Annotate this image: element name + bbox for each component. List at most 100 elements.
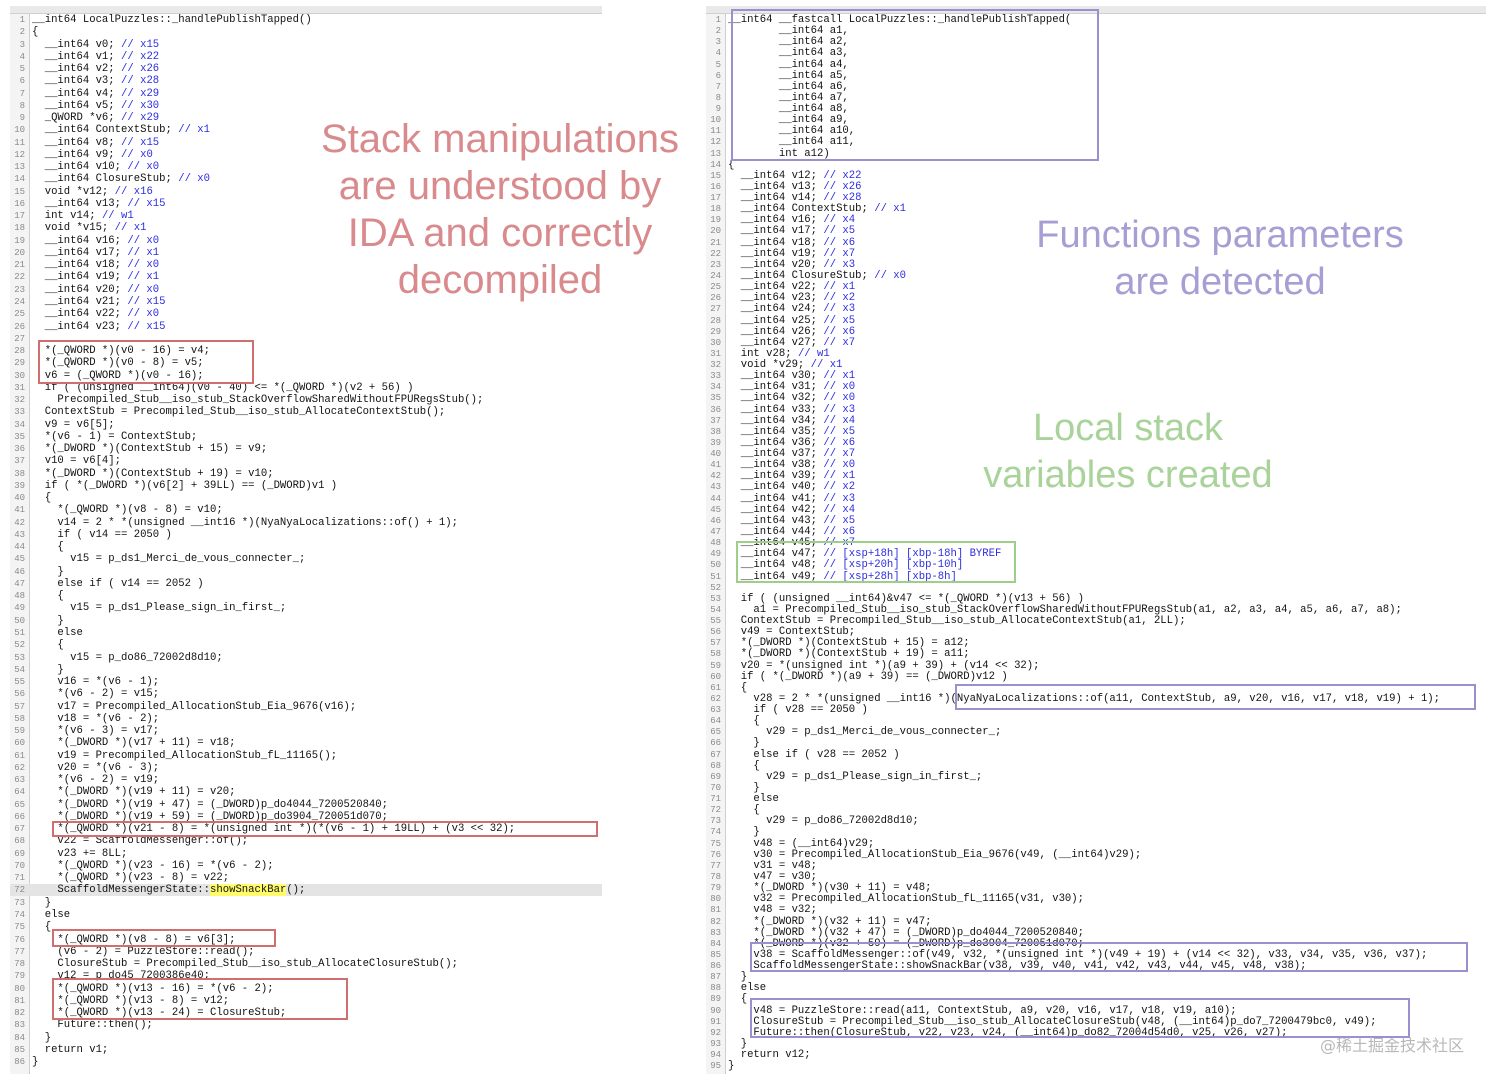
left-code-line[interactable]: 12 __int64 v9; // x0 bbox=[10, 149, 602, 161]
right-code-line[interactable]: 85 v38 = ScaffoldMessenger::of(v49, v32,… bbox=[706, 949, 1486, 961]
left-code-line[interactable]: 78 ClosureStub = Precompiled_Stub__iso_s… bbox=[10, 958, 602, 970]
right-code-line[interactable]: 78 v47 = v30; bbox=[706, 871, 1486, 883]
right-code-line[interactable]: 35 __int64 v32; // x0 bbox=[706, 392, 1486, 404]
right-code-line[interactable]: 44 __int64 v41; // x3 bbox=[706, 493, 1486, 505]
left-code-line[interactable]: 51 else bbox=[10, 627, 602, 639]
left-code-line[interactable]: 37 v10 = v6[4]; bbox=[10, 455, 602, 467]
right-code-line[interactable]: 5 __int64 a4, bbox=[706, 59, 1486, 71]
right-code-line[interactable]: 56 v49 = ContextStub; bbox=[706, 626, 1486, 638]
right-code-line[interactable]: 81 v48 = v32; bbox=[706, 904, 1486, 916]
left-code-line[interactable]: 77 (v6 - 2) = PuzzleStore::read(); bbox=[10, 946, 602, 958]
right-code-line[interactable]: 50 __int64 v48; // [xsp+20h] [xbp-10h] bbox=[706, 559, 1486, 571]
left-code-line[interactable]: 25 __int64 v22; // x0 bbox=[10, 308, 602, 320]
left-code-line[interactable]: 41 *(_QWORD *)(v8 - 8) = v10; bbox=[10, 504, 602, 516]
left-code-line[interactable]: 61 v19 = Precompiled_AllocationStub_fL_1… bbox=[10, 750, 602, 762]
left-code-line[interactable]: 13 __int64 v10; // x0 bbox=[10, 161, 602, 173]
right-code-line[interactable]: 20 __int64 v17; // x5 bbox=[706, 225, 1486, 237]
left-code-line[interactable]: 1__int64 LocalPuzzles::_handlePublishTap… bbox=[10, 14, 602, 26]
right-code-line[interactable]: 21 __int64 v18; // x6 bbox=[706, 237, 1486, 249]
right-code-line[interactable]: 9 __int64 a8, bbox=[706, 103, 1486, 115]
right-code-line[interactable]: 30 __int64 v27; // x7 bbox=[706, 337, 1486, 349]
left-code-line[interactable]: 72 ScaffoldMessengerState::showSnackBar(… bbox=[10, 884, 602, 897]
right-code-line[interactable]: 59 v20 = *(unsigned int *)(a9 + 39) + (v… bbox=[706, 660, 1486, 672]
right-code-line[interactable]: 86 ScaffoldMessengerState::showSnackBar(… bbox=[706, 960, 1486, 972]
right-code-line[interactable]: 75 v48 = (__int64)v29; bbox=[706, 838, 1486, 850]
right-code-line[interactable]: 79 *(_DWORD *)(v30 + 11) = v48; bbox=[706, 882, 1486, 894]
left-code-line[interactable]: 32 Precompiled_Stub__iso_stub_StackOverf… bbox=[10, 394, 602, 406]
left-code-line[interactable]: 54 } bbox=[10, 664, 602, 676]
left-code-line[interactable]: 17 int v14; // w1 bbox=[10, 210, 602, 222]
left-code-line[interactable]: 86} bbox=[10, 1056, 602, 1068]
right-code-line[interactable]: 17 __int64 v14; // x28 bbox=[706, 192, 1486, 204]
right-code-line[interactable]: 72 { bbox=[706, 804, 1486, 816]
right-code-line[interactable]: 47 __int64 v44; // x6 bbox=[706, 526, 1486, 538]
left-code-line[interactable]: 44 { bbox=[10, 541, 602, 553]
right-code-line[interactable]: 53 if ( (unsigned __int64)&v47 <= *(_QWO… bbox=[706, 593, 1486, 605]
left-code-line[interactable]: 39 if ( *(_DWORD *)(v6[2] + 39LL) == (_D… bbox=[10, 480, 602, 492]
right-code-line[interactable]: 66 } bbox=[706, 737, 1486, 749]
left-code-line[interactable]: 16 __int64 v13; // x15 bbox=[10, 198, 602, 210]
left-code-line[interactable]: 75 { bbox=[10, 921, 602, 933]
right-code-line[interactable]: 89 { bbox=[706, 993, 1486, 1005]
right-code-line[interactable]: 46 __int64 v43; // x5 bbox=[706, 515, 1486, 527]
right-code-line[interactable]: 39 __int64 v36; // x6 bbox=[706, 437, 1486, 449]
left-code-line[interactable]: 8 __int64 v5; // x30 bbox=[10, 100, 602, 112]
left-code-line[interactable]: 11 __int64 v8; // x15 bbox=[10, 137, 602, 149]
left-code-line[interactable]: 15 void *v12; // x16 bbox=[10, 186, 602, 198]
right-code-line[interactable]: 80 v32 = Precompiled_AllocationStub_fL_1… bbox=[706, 893, 1486, 905]
left-code-line[interactable]: 33 ContextStub = Precompiled_Stub__iso_s… bbox=[10, 406, 602, 418]
right-code-line[interactable]: 11 __int64 a10, bbox=[706, 125, 1486, 137]
right-code-line[interactable]: 32 void *v29; // x1 bbox=[706, 359, 1486, 371]
left-code-line[interactable]: 31 if ( (unsigned __int64)(v0 - 40) <= *… bbox=[10, 382, 602, 394]
right-code-line[interactable]: 18 __int64 ContextStub; // x1 bbox=[706, 203, 1486, 215]
right-code-line[interactable]: 54 a1 = Precompiled_Stub__iso_stub_Stack… bbox=[706, 604, 1486, 616]
left-code-line[interactable]: 63 *(v6 - 2) = v19; bbox=[10, 774, 602, 786]
right-code-line[interactable]: 45 __int64 v42; // x4 bbox=[706, 504, 1486, 516]
right-code-line[interactable]: 13 int a12) bbox=[706, 148, 1486, 160]
left-code-line[interactable]: 45 v15 = p_ds1_Merci_de_vous_connecter_; bbox=[10, 553, 602, 565]
left-code-line[interactable]: 36 *(_DWORD *)(ContextStub + 15) = v9; bbox=[10, 443, 602, 455]
left-code-line[interactable]: 74 else bbox=[10, 909, 602, 921]
right-code-line[interactable]: 26 __int64 v23; // x2 bbox=[706, 292, 1486, 304]
left-code-line[interactable]: 64 *(_DWORD *)(v19 + 11) = v20; bbox=[10, 786, 602, 798]
left-code-line[interactable]: 47 else if ( v14 == 2052 ) bbox=[10, 578, 602, 590]
left-code-line[interactable]: 21 __int64 v18; // x0 bbox=[10, 259, 602, 271]
left-code-line[interactable]: 43 if ( v14 == 2050 ) bbox=[10, 529, 602, 541]
right-code-line[interactable]: 12 __int64 a11, bbox=[706, 136, 1486, 148]
right-code-line[interactable]: 62 v28 = 2 * *(unsigned __int16 *)(NyaNy… bbox=[706, 693, 1486, 705]
left-code-line[interactable]: 35 *(v6 - 1) = ContextStub; bbox=[10, 431, 602, 443]
left-code-line[interactable]: 38 *(_DWORD *)(ContextStub + 19) = v10; bbox=[10, 468, 602, 480]
left-code-line[interactable]: 58 v18 = *(v6 - 2); bbox=[10, 713, 602, 725]
left-code-line[interactable]: 81 *(_QWORD *)(v13 - 8) = v12; bbox=[10, 995, 602, 1007]
right-code-line[interactable]: 61 { bbox=[706, 682, 1486, 694]
left-code-line[interactable]: 6 __int64 v3; // x28 bbox=[10, 75, 602, 87]
left-code-line[interactable]: 20 __int64 v17; // x1 bbox=[10, 247, 602, 259]
left-code-line[interactable]: 46 } bbox=[10, 566, 602, 578]
left-code-line[interactable]: 18 void *v15; // x1 bbox=[10, 222, 602, 234]
right-code-line[interactable]: 87 } bbox=[706, 971, 1486, 983]
left-code-line[interactable]: 28 *(_QWORD *)(v0 - 16) = v4; bbox=[10, 345, 602, 357]
right-code-line[interactable]: 94 return v12; bbox=[706, 1049, 1486, 1061]
left-code-line[interactable]: 84 } bbox=[10, 1032, 602, 1044]
right-code-line[interactable]: 58 *(_DWORD *)(ContextStub + 19) = a11; bbox=[706, 648, 1486, 660]
right-code-line[interactable]: 73 v29 = p_do86_72002d8d10; bbox=[706, 815, 1486, 827]
right-code-line[interactable]: 92 Future::then(ClosureStub, v22, v23, v… bbox=[706, 1027, 1486, 1039]
right-code-line[interactable]: 82 *(_DWORD *)(v32 + 11) = v47; bbox=[706, 916, 1486, 928]
left-code-line[interactable]: 83 Future::then(); bbox=[10, 1019, 602, 1031]
left-code-line[interactable]: 40 { bbox=[10, 492, 602, 504]
left-code-line[interactable]: 85 return v1; bbox=[10, 1044, 602, 1056]
left-code-line[interactable]: 49 v15 = p_ds1_Please_sign_in_first_; bbox=[10, 602, 602, 614]
right-code-line[interactable]: 76 v30 = Precompiled_AllocationStub_Eia_… bbox=[706, 849, 1486, 861]
right-code-line[interactable]: 34 __int64 v31; // x0 bbox=[706, 381, 1486, 393]
right-code-line[interactable]: 71 else bbox=[706, 793, 1486, 805]
right-code-line[interactable]: 67 else if ( v28 == 2052 ) bbox=[706, 749, 1486, 761]
right-code-line[interactable]: 19 __int64 v16; // x4 bbox=[706, 214, 1486, 226]
right-code-line[interactable]: 51 __int64 v49; // [xsp+28h] [xbp-8h] bbox=[706, 571, 1486, 583]
right-code-line[interactable]: 70 } bbox=[706, 782, 1486, 794]
right-code-line[interactable]: 65 v29 = p_ds1_Merci_de_vous_connecter_; bbox=[706, 726, 1486, 738]
right-code-line[interactable]: 25 __int64 v22; // x1 bbox=[706, 281, 1486, 293]
left-code-line[interactable]: 10 __int64 ContextStub; // x1 bbox=[10, 124, 602, 136]
right-code-line[interactable]: 64 { bbox=[706, 715, 1486, 727]
right-code-line[interactable]: 95} bbox=[706, 1060, 1486, 1072]
right-code-line[interactable]: 68 { bbox=[706, 760, 1486, 772]
